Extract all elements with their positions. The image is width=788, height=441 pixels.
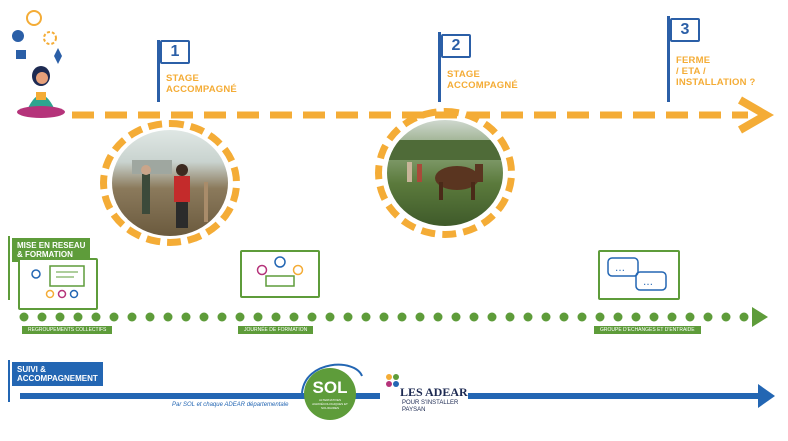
green-dot xyxy=(613,312,623,322)
adear-line2: PAYSAN xyxy=(402,407,426,413)
sol-logo-subtext: ALTERNATIVES AGROÉCOLOGIQUES ET SOLIDAIR… xyxy=(312,398,348,410)
green-dot xyxy=(397,312,407,322)
green-dot xyxy=(577,312,587,322)
lightbulb-icon xyxy=(26,10,42,26)
green-dot xyxy=(631,312,641,322)
green-dot xyxy=(37,312,47,322)
photo-2-horse-plowing xyxy=(387,120,503,226)
green-dot xyxy=(433,312,443,322)
green-dot xyxy=(703,312,713,322)
green-dot xyxy=(127,312,137,322)
green-dot xyxy=(271,312,281,322)
presentation-icon xyxy=(31,265,85,299)
flower-icon xyxy=(386,374,399,387)
meeting-icon xyxy=(256,256,304,287)
support-note: Par SOL et chaque ADEAR départementale xyxy=(172,402,289,408)
green-dot xyxy=(91,312,101,322)
card-1-caption: REGROUPEMENTS COLLECTIFS xyxy=(22,326,113,334)
step-3-flag: 3 xyxy=(670,18,700,42)
green-dot xyxy=(343,312,353,322)
step-2-pole xyxy=(438,32,441,102)
blue-arrowhead xyxy=(758,384,775,408)
svg-text:…: … xyxy=(643,277,653,288)
farmer-icon xyxy=(12,30,24,42)
step-1-pole xyxy=(157,40,160,102)
person-illustration xyxy=(8,8,70,120)
green-dot xyxy=(325,312,335,322)
house-icon xyxy=(16,50,26,59)
green-timeline xyxy=(19,312,749,322)
green-dot xyxy=(451,312,461,322)
step-3-label: FERME/ ETA /INSTALLATION ? xyxy=(676,55,756,88)
green-arrowhead xyxy=(752,307,768,327)
step-1-flag: 1 xyxy=(160,40,190,64)
support-section-label: SUIVI &ACCOMPAGNEMENT xyxy=(12,362,103,386)
adear-title: LES ADEAR xyxy=(400,385,468,399)
green-dot xyxy=(217,312,227,322)
green-dot xyxy=(595,312,605,322)
sol-logo: SOL ALTERNATIVES AGROÉCOLOGIQUES ET SOLI… xyxy=(304,368,356,420)
green-dot xyxy=(541,312,551,322)
orange-arrowhead xyxy=(738,96,775,134)
step-3-pole xyxy=(667,16,670,102)
card-training-day xyxy=(240,250,320,298)
photo-1-farm-workers xyxy=(112,130,228,236)
card-2-caption: JOURNÉE DE FORMATION xyxy=(238,326,314,334)
sol-logo-text: SOL xyxy=(312,378,348,397)
gear-icon xyxy=(43,31,57,45)
green-dot xyxy=(487,312,497,322)
svg-text:…: … xyxy=(615,263,625,274)
green-dot xyxy=(415,312,425,322)
green-dot xyxy=(667,312,677,322)
green-dot xyxy=(523,312,533,322)
card-3-caption: GROUPE D'ECHANGES ET D'ENTRAIDE xyxy=(594,326,701,334)
adear-logo: LES ADEAR POUR S'INSTALLER PAYSAN xyxy=(380,370,468,420)
green-dot xyxy=(361,312,371,322)
green-dot xyxy=(739,312,749,322)
green-dot xyxy=(379,312,389,322)
card-collective-gatherings xyxy=(18,258,98,310)
green-dot xyxy=(469,312,479,322)
green-dot xyxy=(307,312,317,322)
green-dot xyxy=(109,312,119,322)
wheat-icon xyxy=(54,48,62,64)
green-dot xyxy=(559,312,569,322)
green-dot xyxy=(685,312,695,322)
green-dot xyxy=(253,312,263,322)
green-dot xyxy=(235,312,245,322)
green-dot xyxy=(181,312,191,322)
card-exchange-group: … … xyxy=(598,250,680,300)
green-dot xyxy=(19,312,29,322)
green-dot xyxy=(73,312,83,322)
green-dot xyxy=(145,312,155,322)
green-dot xyxy=(289,312,299,322)
step-2-flag: 2 xyxy=(441,34,471,58)
photo-1-ring xyxy=(100,120,240,246)
green-dot xyxy=(163,312,173,322)
sol-arc xyxy=(301,363,363,394)
green-dot xyxy=(199,312,209,322)
photo-2-ring xyxy=(375,108,515,238)
green-dot xyxy=(55,312,65,322)
adear-line1: POUR S'INSTALLER xyxy=(402,400,459,406)
green-dot xyxy=(505,312,515,322)
green-dot xyxy=(721,312,731,322)
green-dot xyxy=(649,312,659,322)
chat-bubbles-icon: … … xyxy=(607,257,667,291)
